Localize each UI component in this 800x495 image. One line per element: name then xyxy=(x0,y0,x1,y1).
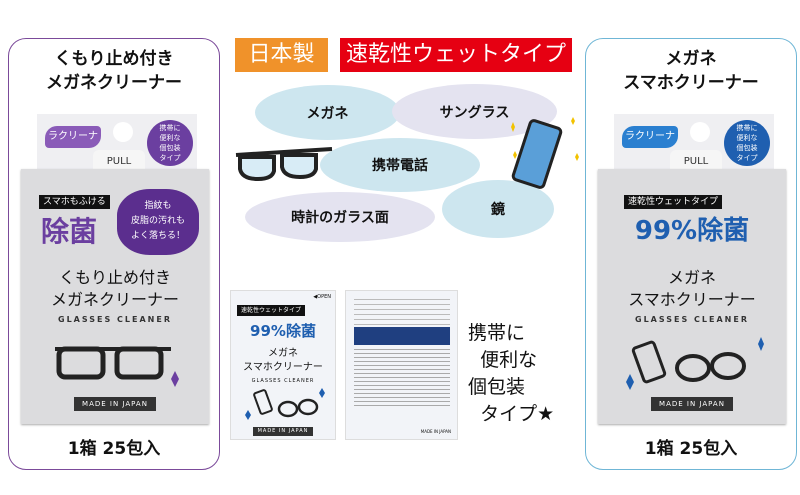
feature-bubble: 指紋も 皮脂の汚れも よく落ちる！ xyxy=(117,189,199,255)
use-watch-glass: 時計のガラス面 xyxy=(245,192,435,242)
made-in-japan: MADE IN JAPAN xyxy=(252,427,314,436)
right-product-card: メガネ スマホクリーナー ラクリーナ PULL 携帯に 便利な 個包装 タイプ … xyxy=(585,38,797,470)
left-box-top: ラクリーナ PULL 携帯に 便利な 個包装 タイプ xyxy=(37,114,197,174)
packet-name: メガネ スマホクリーナー xyxy=(243,348,323,373)
made-in-japan-badge: 日本製 xyxy=(235,38,328,72)
box-tag: 速乾性ウェットタイプ xyxy=(624,195,723,209)
smartphone-illustration-icon xyxy=(511,117,579,189)
box-headline: 除菌 xyxy=(41,215,98,248)
right-count: 1箱 25包入 xyxy=(644,439,738,459)
box-tag: スマホもふける xyxy=(39,195,110,209)
use-mobile-phone: 携帯電話 xyxy=(320,138,480,192)
packet-tag: 速乾性ウェットタイプ xyxy=(237,305,306,316)
phone-glasses-icon xyxy=(245,388,325,420)
made-in-japan: MADE IN JAPAN xyxy=(74,397,156,411)
open-mark: ◀OPEN xyxy=(313,294,331,300)
packet-back: MADE IN JAPAN xyxy=(345,290,458,440)
glasses-icon xyxy=(55,346,179,387)
use-mirror: 鏡 xyxy=(442,180,554,238)
phone-glasses-icon xyxy=(626,337,764,390)
made-in-japan: MADE IN JAPAN xyxy=(651,397,733,411)
box-english-name: GLASSES CLEANER xyxy=(635,315,749,324)
packet-english: GLASSES CLEANER xyxy=(251,378,315,384)
box-product-name: メガネ スマホクリーナー xyxy=(628,268,756,309)
individual-pack-note: 携帯に 便利な 個包装 タイプ★ xyxy=(468,322,555,425)
individual-pack-seal: 携帯に 便利な 個包装 タイプ xyxy=(724,120,770,166)
packet-instructions-text xyxy=(354,349,450,409)
packet-headline: 99%除菌 xyxy=(250,322,316,340)
left-count: 1箱 25包入 xyxy=(67,439,161,459)
packet-front: ◀OPEN 速乾性ウェットタイプ 99%除菌 メガネ スマホクリーナー GLAS… xyxy=(230,290,336,440)
use-glasses: メガネ xyxy=(255,85,400,140)
box-product-name: くもり止め付き メガネクリーナー xyxy=(50,268,179,309)
packet-usage-table xyxy=(354,327,450,345)
box-headline: 99%除菌 xyxy=(634,216,750,246)
left-product-box: スマホもふける 除菌 指紋も 皮脂の汚れも よく落ちる！ くもり止め付き メガネ… xyxy=(21,169,209,424)
individual-pack-seal: 携帯に 便利な 個包装 タイプ xyxy=(147,120,193,166)
brand-logo: ラクリーナ xyxy=(45,126,101,148)
left-product-card: くもり止め付き メガネクリーナー ラクリーナ PULL 携帯に 便利な 個包装 … xyxy=(8,38,220,470)
hang-hole xyxy=(690,122,710,142)
quick-dry-badge: 速乾性ウェットタイプ xyxy=(340,38,572,72)
right-product-box: 速乾性ウェットタイプ 99%除菌 メガネ スマホクリーナー GLASSES CL… xyxy=(598,169,786,424)
brand-logo: ラクリーナ xyxy=(622,126,678,148)
made-in-japan: MADE IN JAPAN xyxy=(420,429,451,434)
right-product-title: メガネ スマホクリーナー xyxy=(623,49,759,93)
packet-usage-text xyxy=(354,299,450,325)
hang-hole xyxy=(113,122,133,142)
glasses-illustration-icon xyxy=(235,147,333,182)
left-product-title: くもり止め付き メガネクリーナー xyxy=(46,49,182,93)
right-box-top: ラクリーナ PULL 携帯に 便利な 個包装 タイプ xyxy=(614,114,774,174)
box-english-name: GLASSES CLEANER xyxy=(58,315,172,324)
